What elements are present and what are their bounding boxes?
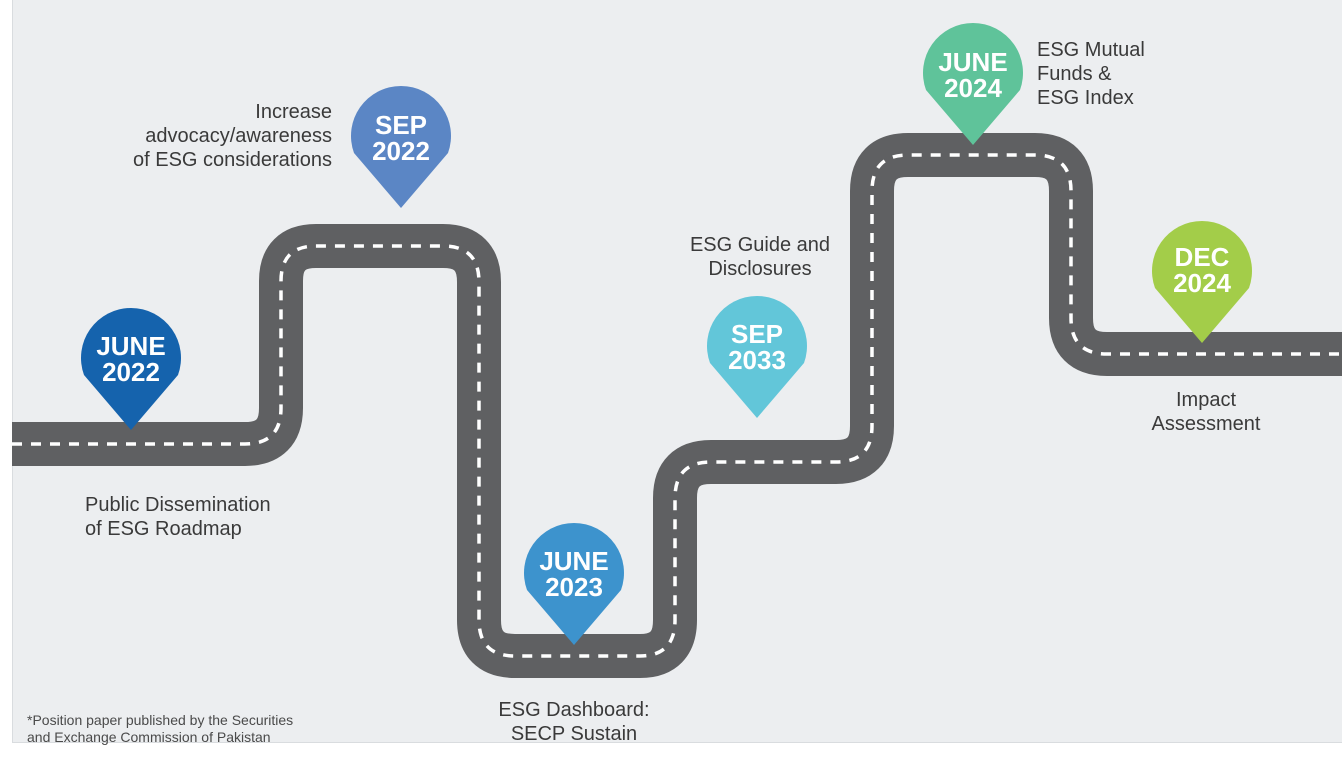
footnote-line: and Exchange Commission of Pakistan (27, 729, 271, 745)
panel-bottom-border (12, 742, 1342, 743)
label-line: Increase (255, 101, 332, 123)
label-line: ESG Mutual (1037, 39, 1145, 61)
pin-date-line1: SEP (731, 319, 783, 349)
footnote: *Position paper published by the Securit… (27, 712, 293, 746)
pin-marker-icon (922, 22, 1024, 146)
label-line: ESG Guide and (689, 234, 831, 256)
pin-marker-icon (350, 85, 451, 208)
pin-dec-2024: DEC 2024 (1152, 220, 1253, 343)
label-line: of ESG considerations (133, 149, 332, 171)
pin-marker-icon (1152, 220, 1253, 343)
footnote-line: *Position paper published by the Securit… (27, 712, 294, 728)
pin-date-line1: JUNE (539, 546, 608, 576)
pin-date-line2: 2033 (728, 345, 786, 375)
label-line: Funds & (1037, 63, 1112, 85)
pin-sep-2033: SEP 2033 (707, 295, 808, 418)
label-esg-mutual-funds: ESG Mutual Funds & ESG Index (1037, 38, 1145, 110)
pin-june-2022: JUNE 2022 (80, 307, 181, 430)
label-esg-dashboard: ESG Dashboard: SECP Sustain (474, 698, 674, 746)
pin-marker-icon (707, 295, 808, 418)
pin-marker-icon (524, 522, 624, 645)
label-line: of ESG Roadmap (85, 518, 242, 540)
pin-date-line2: 2023 (545, 572, 603, 602)
pin-date-line1: SEP (375, 110, 427, 140)
pin-june-2023: JUNE 2023 (524, 522, 624, 645)
label-line: Assessment (1151, 413, 1261, 435)
label-line: SECP Sustain (510, 723, 638, 745)
pin-date-line2: 2022 (372, 136, 430, 166)
pin-marker-icon (80, 307, 181, 430)
label-esg-guide: ESG Guide and Disclosures (660, 233, 860, 281)
label-line: ESG Dashboard: (498, 699, 650, 721)
pin-sep-2022: SEP 2022 (350, 85, 451, 208)
pin-date-line2: 2024 (1173, 268, 1231, 298)
pin-date-line2: 2024 (944, 73, 1002, 103)
road-center-dashes (12, 153, 1342, 658)
label-increase-advocacy: Increase advocacy/awareness of ESG consi… (133, 100, 332, 172)
label-line: ESG Index (1037, 87, 1134, 109)
label-line: Public Dissemination (85, 494, 271, 516)
pin-date-line1: JUNE (938, 47, 1007, 77)
pin-date-line1: DEC (1175, 242, 1230, 272)
label-public-dissemination: Public Dissemination of ESG Roadmap (85, 493, 271, 541)
label-line: Disclosures (708, 258, 812, 280)
label-impact-assessment: Impact Assessment (1116, 388, 1296, 436)
pin-june-2024: JUNE 2024 (922, 22, 1024, 146)
panel-left-border (12, 0, 13, 742)
pin-date-line1: JUNE (96, 331, 165, 361)
label-line: Impact (1175, 389, 1237, 411)
label-line: advocacy/awareness (145, 125, 332, 147)
pin-date-line2: 2022 (102, 357, 160, 387)
